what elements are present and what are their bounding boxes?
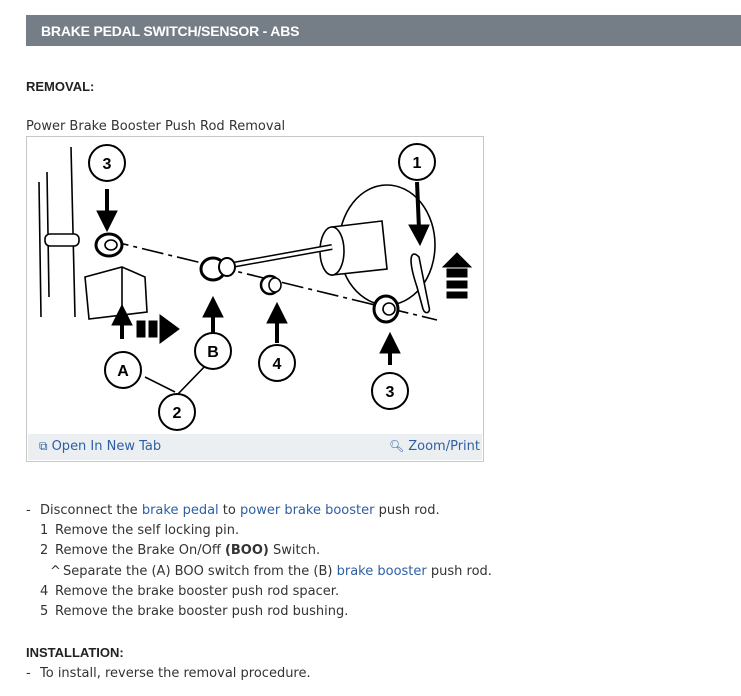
- callout-label: 3: [386, 384, 395, 401]
- pedal-line: [70, 146, 76, 318]
- removal-heading: REMOVAL:: [26, 79, 95, 94]
- brake-pedal-link[interactable]: brake pedal: [141, 503, 219, 518]
- list-marker: ^: [50, 564, 61, 579]
- open-new-tab-label: Open In New Tab: [51, 439, 162, 454]
- installation-heading: INSTALLATION:: [26, 645, 124, 660]
- push-rod-diagram: 3 1 B 4 A 2 3: [38, 143, 473, 431]
- figure-panel: 3 1 B 4 A 2 3 ⧉Open In New Tab 🔍︎Zoom/Pr…: [26, 136, 484, 462]
- direction-arrow: [159, 314, 180, 344]
- step-disconnect: -Disconnect the brake pedal to power bra…: [26, 503, 440, 518]
- pedal-pin: [44, 233, 80, 247]
- arrow-up: [266, 301, 288, 324]
- figure-caption: Power Brake Booster Push Rod Removal: [26, 119, 286, 134]
- locking-pin: [410, 253, 431, 314]
- step-number: 5: [40, 604, 49, 619]
- step-number: 1: [40, 523, 49, 538]
- callout-circle: [258, 344, 296, 382]
- callout-circle: [194, 332, 232, 370]
- callout-label: 1: [413, 155, 422, 172]
- brake-booster-link[interactable]: brake booster: [336, 564, 427, 579]
- callout-label: B: [207, 344, 219, 361]
- step-number: 2: [40, 543, 49, 558]
- step-2a: ^Separate the (A) BOO switch from the (B…: [50, 564, 492, 579]
- arrow-up: [111, 303, 133, 326]
- callout-circle: [104, 351, 142, 389]
- arrow-up: [379, 331, 401, 354]
- direction-arrow-up: [441, 252, 473, 268]
- callout-circle: [158, 393, 196, 431]
- zoom-print-label: Zoom/Print: [408, 439, 480, 454]
- list-marker: -: [26, 666, 31, 681]
- callout-circle: [371, 372, 409, 410]
- arrow-down: [96, 210, 118, 233]
- boo-switch: [84, 266, 148, 320]
- open-new-tab-icon: ⧉: [39, 439, 48, 453]
- callout-circle: [398, 143, 436, 181]
- step-install: -To install, reverse the removal procedu…: [26, 666, 311, 681]
- list-marker: -: [26, 503, 31, 518]
- callout-label: 4: [273, 356, 282, 373]
- arrow-down: [408, 224, 430, 247]
- zoom-print-link[interactable]: 🔍︎Zoom/Print: [389, 439, 480, 454]
- arrow-up: [202, 295, 224, 318]
- callout-circle: [88, 144, 126, 182]
- pedal-line: [38, 181, 42, 318]
- power-brake-booster-link[interactable]: power brake booster: [240, 503, 375, 518]
- magnifier-icon: 🔍︎: [389, 439, 405, 453]
- callout-label: A: [117, 363, 129, 380]
- section-header-bar: BRAKE PEDAL SWITCH/SENSOR - ABS: [26, 15, 741, 46]
- figure-toolbar: ⧉Open In New Tab 🔍︎Zoom/Print: [28, 434, 482, 460]
- callout-label: 2: [173, 405, 182, 422]
- open-new-tab-link[interactable]: ⧉Open In New Tab: [39, 439, 161, 454]
- callout-label: 3: [103, 156, 112, 173]
- section-title: BRAKE PEDAL SWITCH/SENSOR - ABS: [41, 23, 300, 39]
- step-number: 4: [40, 584, 49, 599]
